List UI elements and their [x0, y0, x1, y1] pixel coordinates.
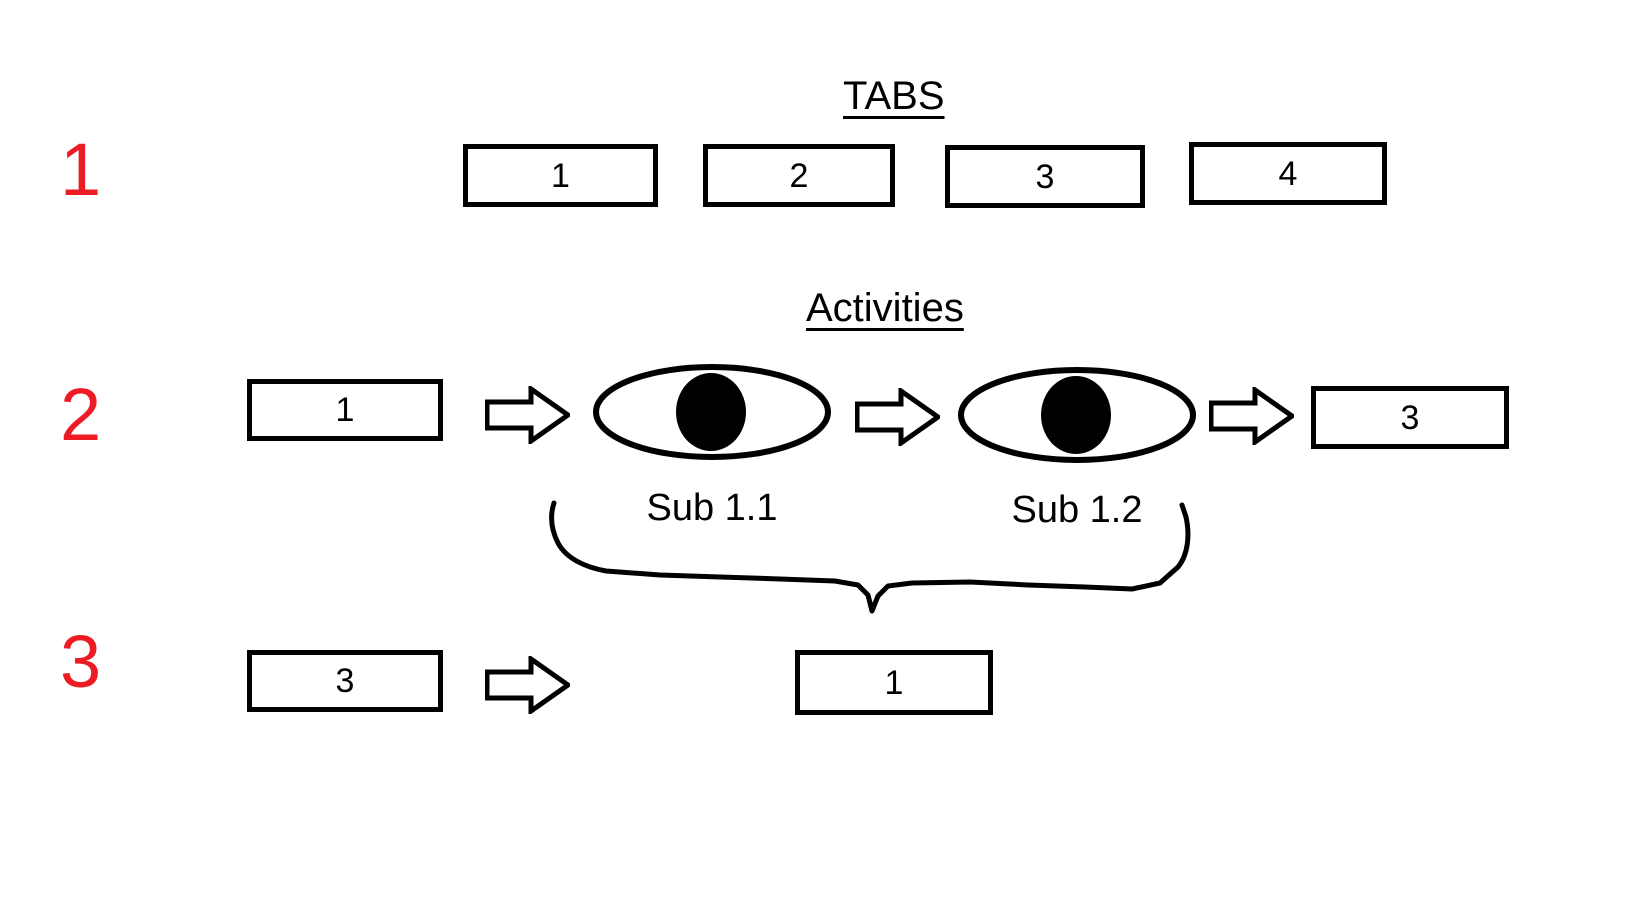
row-marker-3: 3 — [60, 620, 102, 703]
tab-box-4[interactable]: 4 — [1189, 142, 1387, 205]
heading-tabs: TABS — [843, 74, 945, 118]
tab-box-3[interactable]: 3 — [945, 145, 1145, 208]
flow-target-box[interactable]: 1 — [795, 650, 993, 715]
arrow-sub12-to-3 — [1209, 387, 1294, 445]
sub-label-2: Sub 1.2 — [1011, 489, 1143, 531]
arrow-sub11-to-sub12 — [855, 388, 940, 446]
activity-start-box[interactable]: 1 — [247, 379, 443, 441]
arrow-1-to-sub11 — [485, 386, 570, 444]
eye-shape-sub12[interactable] — [957, 365, 1197, 465]
flow-start-box[interactable]: 3 — [247, 650, 443, 712]
eye-shape-sub11[interactable] — [592, 362, 832, 462]
grouping-brace — [540, 495, 1210, 630]
tab-box-2[interactable]: 2 — [703, 144, 895, 207]
activity-end-box[interactable]: 3 — [1311, 386, 1509, 449]
heading-activities: Activities — [806, 286, 964, 330]
row-marker-2: 2 — [60, 373, 102, 456]
tab-box-1[interactable]: 1 — [463, 144, 658, 207]
row-marker-1: 1 — [60, 128, 102, 211]
sub-label-1: Sub 1.1 — [646, 487, 778, 529]
arrow-3-to-1 — [485, 656, 570, 714]
